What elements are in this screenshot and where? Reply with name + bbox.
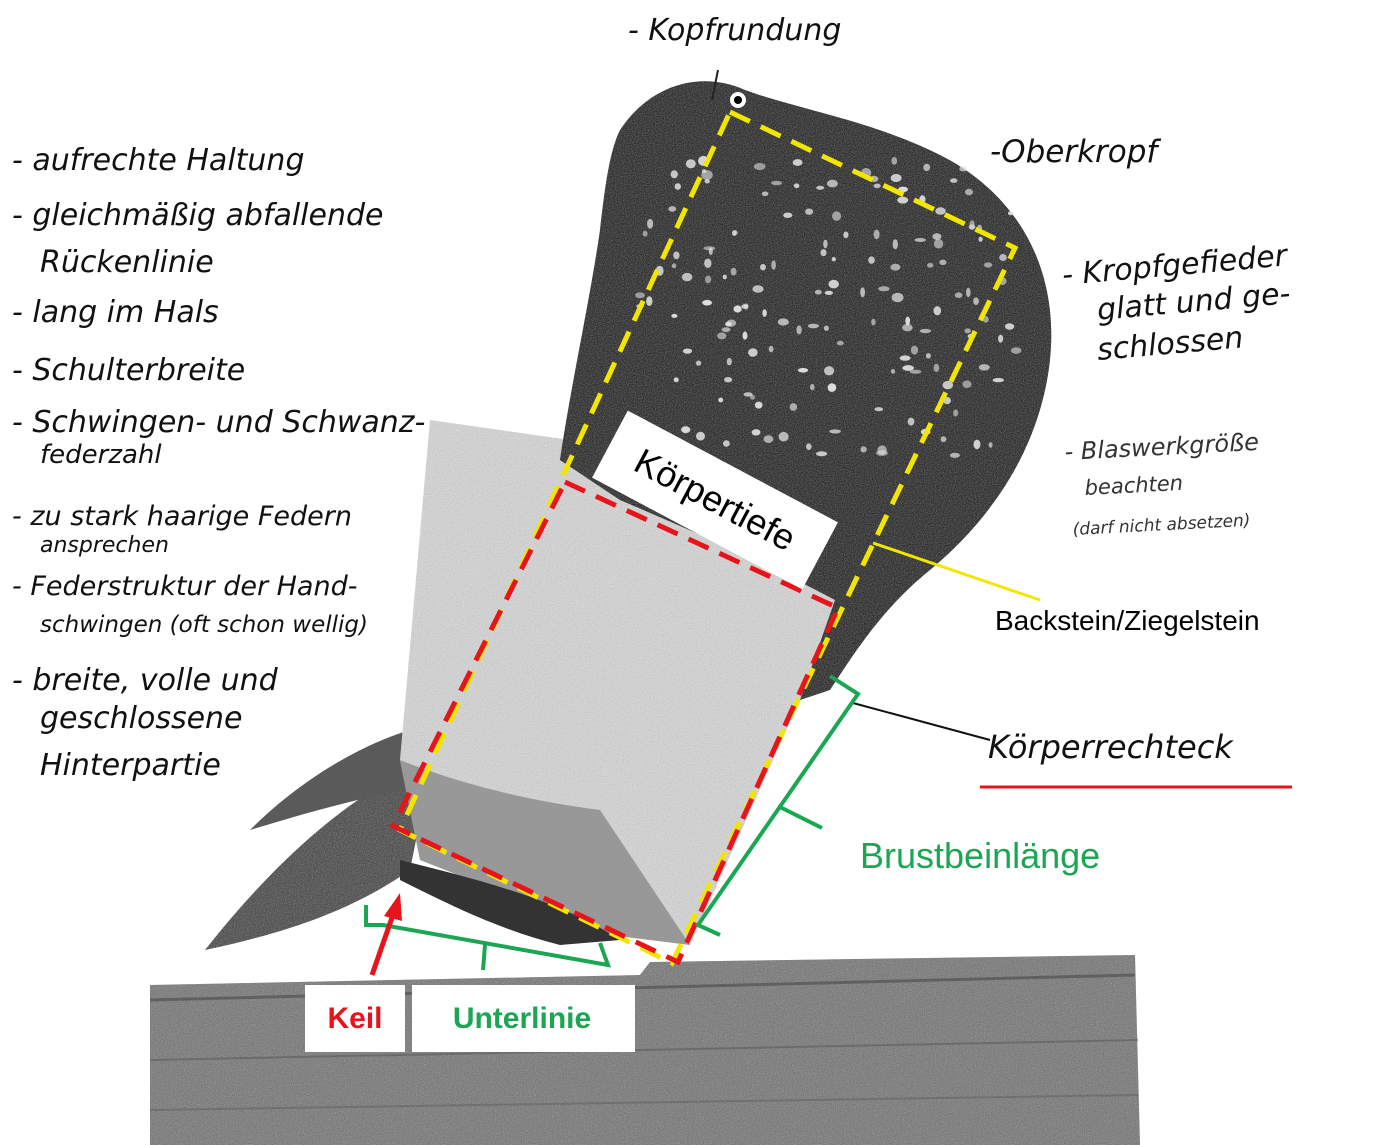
note-blaswerk-3: (darf nicht absetzen) [1072, 511, 1251, 540]
note-rueckenlinie-1: - gleichmäßig abfallende [12, 198, 383, 233]
unterlinie-label: Unterlinie [453, 1002, 591, 1035]
keil-label: Keil [327, 1002, 382, 1035]
koerperrechteck-leader [853, 703, 990, 740]
note-oberkropf: -Oberkropf [990, 134, 1161, 170]
note-federn-1: - zu stark haarige Federn [12, 501, 352, 532]
note-hals: - lang im Hals [12, 295, 219, 330]
note-struktur-1: - Federstruktur der Hand- [12, 571, 357, 602]
note-haltung: - aufrechte Haltung [12, 143, 305, 178]
brustbeinlaenge-label: Brustbeinlänge [860, 835, 1100, 876]
left-notes: - aufrechte Haltung - gleichmäßig abfall… [12, 143, 425, 783]
koerperrechteck-label: Körperrechteck [988, 728, 1234, 766]
note-blaswerk-1: - Blaswerkgröße [1064, 428, 1260, 466]
keil-arrow [372, 893, 402, 975]
note-hinterpartie-3: Hinterpartie [40, 748, 221, 783]
note-hinterpartie-1: - breite, volle und [12, 663, 279, 698]
note-federn-2: ansprechen [40, 533, 169, 558]
perch [150, 955, 1140, 1145]
note-rueckenlinie-2: Rückenlinie [40, 245, 214, 280]
note-struktur-2: schwingen (oft schon wellig) [40, 612, 368, 638]
note-kopfrundung: - Kopfrundung [628, 13, 841, 48]
note-hinterpartie-2: geschlossene [40, 701, 243, 736]
note-federzahl-1: - Schwingen- und Schwanz- [12, 405, 425, 440]
backstein-label: Backstein/Ziegelstein [995, 605, 1260, 636]
note-schulterbreite: - Schulterbreite [12, 353, 245, 388]
note-federzahl-2: federzahl [40, 440, 162, 470]
note-kropfgefieder-3: schlossen [1096, 320, 1245, 368]
note-blaswerk-2: beachten [1084, 471, 1184, 500]
